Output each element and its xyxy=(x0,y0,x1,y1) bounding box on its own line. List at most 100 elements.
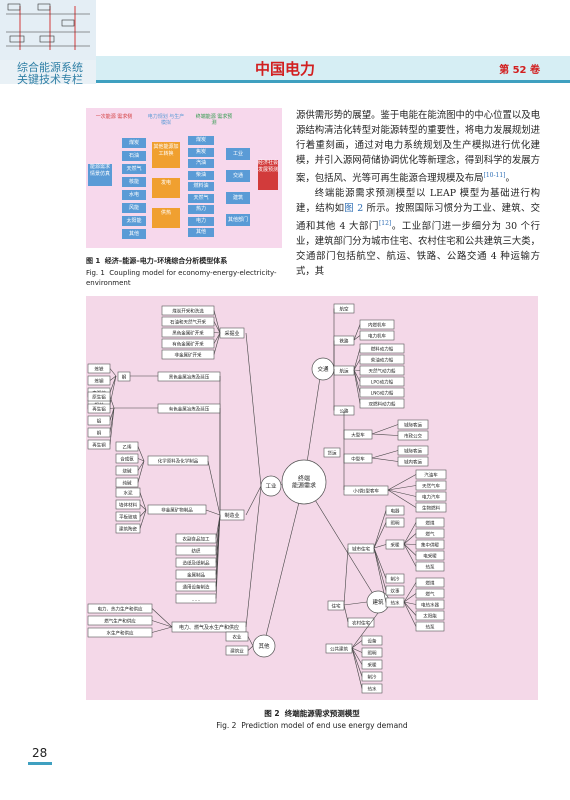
hotwater-item-0: 燃煤 xyxy=(415,577,445,588)
connector-80 xyxy=(403,582,417,603)
connector-2 xyxy=(303,481,379,603)
svg-text:热泵: 热泵 xyxy=(426,564,435,571)
connector-34 xyxy=(205,509,221,516)
svg-text:货运: 货运 xyxy=(328,450,337,457)
svg-text:非金属矿物制品: 非金属矿物制品 xyxy=(161,507,193,514)
fig1-caption-cn-label: 图 1 xyxy=(86,257,101,265)
svg-text:采掘业: 采掘业 xyxy=(224,330,239,337)
connector-19 xyxy=(109,407,115,409)
column-tag-line1: 综合能源系统 xyxy=(17,61,83,74)
connector-8 xyxy=(213,321,221,334)
mining-item-2: 黑色金属矿开采 xyxy=(161,327,215,338)
svg-text:……: …… xyxy=(192,598,201,603)
svg-text:燃气生产和供应: 燃气生产和供应 xyxy=(104,618,136,625)
svg-text:热泵: 热泵 xyxy=(426,624,435,631)
heating-item-0: 燃煤 xyxy=(415,517,445,528)
connector-60 xyxy=(371,457,399,462)
body-text: 源供需形势的展望。鉴于电能在能流图中的中心位置以及电源结构清洁化转型对能源转型的… xyxy=(296,108,540,279)
mining-item-3: 有色金属矿开采 xyxy=(161,338,215,349)
page-number: 28 xyxy=(32,746,48,760)
fig1-final-item-7: 电力 xyxy=(188,216,214,226)
utilities-node: 电力、燃气及水生产和供应 xyxy=(171,621,247,633)
svg-text:农村住宅: 农村住宅 xyxy=(352,620,370,627)
svg-text:纺织: 纺织 xyxy=(192,548,201,555)
ship-item-5: 双燃料动力船 xyxy=(359,398,405,409)
public-node: 公共建筑 xyxy=(325,643,353,654)
paragraph-1-citation[interactable]: [10-11] xyxy=(483,172,506,179)
svg-text:采暖: 采暖 xyxy=(391,542,400,549)
svg-text:市政公交: 市政公交 xyxy=(404,433,422,440)
paragraph-1-end: 。 xyxy=(505,173,515,185)
heating-item-1: 燃气 xyxy=(415,528,445,539)
connector-32 xyxy=(139,509,147,517)
svg-text:烧碱: 烧碱 xyxy=(123,468,132,475)
svg-text:炊事: 炊事 xyxy=(391,588,400,595)
steel-mini-node: 钢 xyxy=(117,371,131,382)
svg-text:燃气: 燃气 xyxy=(426,591,435,598)
connector-28 xyxy=(137,460,145,483)
connector-5 xyxy=(245,485,262,516)
fig1-economy-box: 经济社会发展预测 xyxy=(258,160,278,190)
fig1-sector-item-3: 其他部门 xyxy=(226,214,250,226)
fig1-final-item-5: 天然气 xyxy=(188,193,214,203)
fig1-final-item-6: 热力 xyxy=(188,205,214,214)
svg-text:燃气: 燃气 xyxy=(426,531,435,538)
road-bus-node: 大型车 xyxy=(343,429,373,440)
svg-text:LNG动力船: LNG动力船 xyxy=(371,390,394,397)
connector-48 xyxy=(353,324,361,341)
svg-text:乙烯: 乙烯 xyxy=(123,444,132,451)
connector-85 xyxy=(351,640,363,649)
svg-text:有色金属冶炼及延压: 有色金属冶炼及延压 xyxy=(169,406,210,413)
road-car-node: 小(微)型客车 xyxy=(343,485,389,496)
connector-78 xyxy=(403,543,417,556)
svg-text:交通: 交通 xyxy=(317,365,329,373)
ship-item-2: 天然气动力船 xyxy=(359,365,405,376)
manuf-item-4: 通用设备制造 xyxy=(175,581,217,592)
fig1-final-item-2: 汽油 xyxy=(188,159,214,168)
car-item-0: 汽油车 xyxy=(415,469,447,480)
fig1-primary-item-4: 水电 xyxy=(122,190,146,200)
column-tag: 综合能源系统 关键技术专栏 xyxy=(4,62,96,86)
svg-text:内燃机车: 内燃机车 xyxy=(368,322,386,329)
connector-82 xyxy=(403,601,417,605)
svg-text:纯碱: 纯碱 xyxy=(123,480,132,487)
paragraph-2-citation[interactable]: [12] xyxy=(378,220,392,228)
alum-item-2: 铝 xyxy=(87,415,111,426)
svg-text:平板玻璃: 平板玻璃 xyxy=(119,514,137,521)
connector-31 xyxy=(139,504,147,511)
connector-61 xyxy=(387,474,417,491)
fig2-caption-cn-label: 图 2 xyxy=(264,709,280,718)
svg-text:黑色金属冶炼及延压: 黑色金属冶炼及延压 xyxy=(169,374,210,381)
fig1-primary-item-0: 煤炭 xyxy=(122,138,146,148)
fig1-col3-title: 终端能源 需求预测 xyxy=(195,114,233,126)
paragraph-2: 终端能源需求预测模型以 LEAP 模型为基础进行构建，结构如图 2 所示。按照国… xyxy=(296,186,540,279)
car-item-2: 电力汽车 xyxy=(415,491,447,502)
other-item-1: 建筑业 xyxy=(225,645,249,656)
other-item-0: 农业 xyxy=(225,631,249,642)
svg-text:建筑业: 建筑业 xyxy=(230,648,244,655)
svg-text:电力、热力生产和供应: 电力、热力生产和供应 xyxy=(98,606,143,613)
connector-3 xyxy=(263,481,305,645)
chem-item-0: 乙烯 xyxy=(115,441,139,452)
connector-53 xyxy=(353,369,361,382)
svg-text:金属制品: 金属制品 xyxy=(187,572,205,579)
connector-11 xyxy=(213,332,221,355)
svg-text:再生铝: 再生铝 xyxy=(92,406,106,413)
svg-text:汽油车: 汽油车 xyxy=(424,472,438,479)
steel-item-0: 炼铁 xyxy=(87,363,111,374)
figure-2-link[interactable]: 图 2 xyxy=(344,203,364,215)
ship-item-1: 柴油动力船 xyxy=(359,354,405,365)
fig1-sector-item-0: 工业 xyxy=(226,148,250,160)
fig1-caption-cn-text: 经济–能源–电力–环境综合分析模型体系 xyxy=(104,257,228,265)
svg-text:水生产和供应: 水生产和供应 xyxy=(107,630,134,637)
public-item-3: 制冷 xyxy=(361,671,383,682)
fig1-final-item-3: 柴油 xyxy=(188,170,214,180)
fig1-primary-item-5: 风能 xyxy=(122,203,146,213)
page-number-bar xyxy=(28,762,52,765)
connector-63 xyxy=(387,489,417,497)
ship-item-3: LPG动力船 xyxy=(359,376,405,387)
connector-50 xyxy=(353,348,361,371)
column-tag-line2: 关键技术专栏 xyxy=(17,73,83,86)
connector-59 xyxy=(371,450,399,459)
connector-52 xyxy=(353,369,361,371)
